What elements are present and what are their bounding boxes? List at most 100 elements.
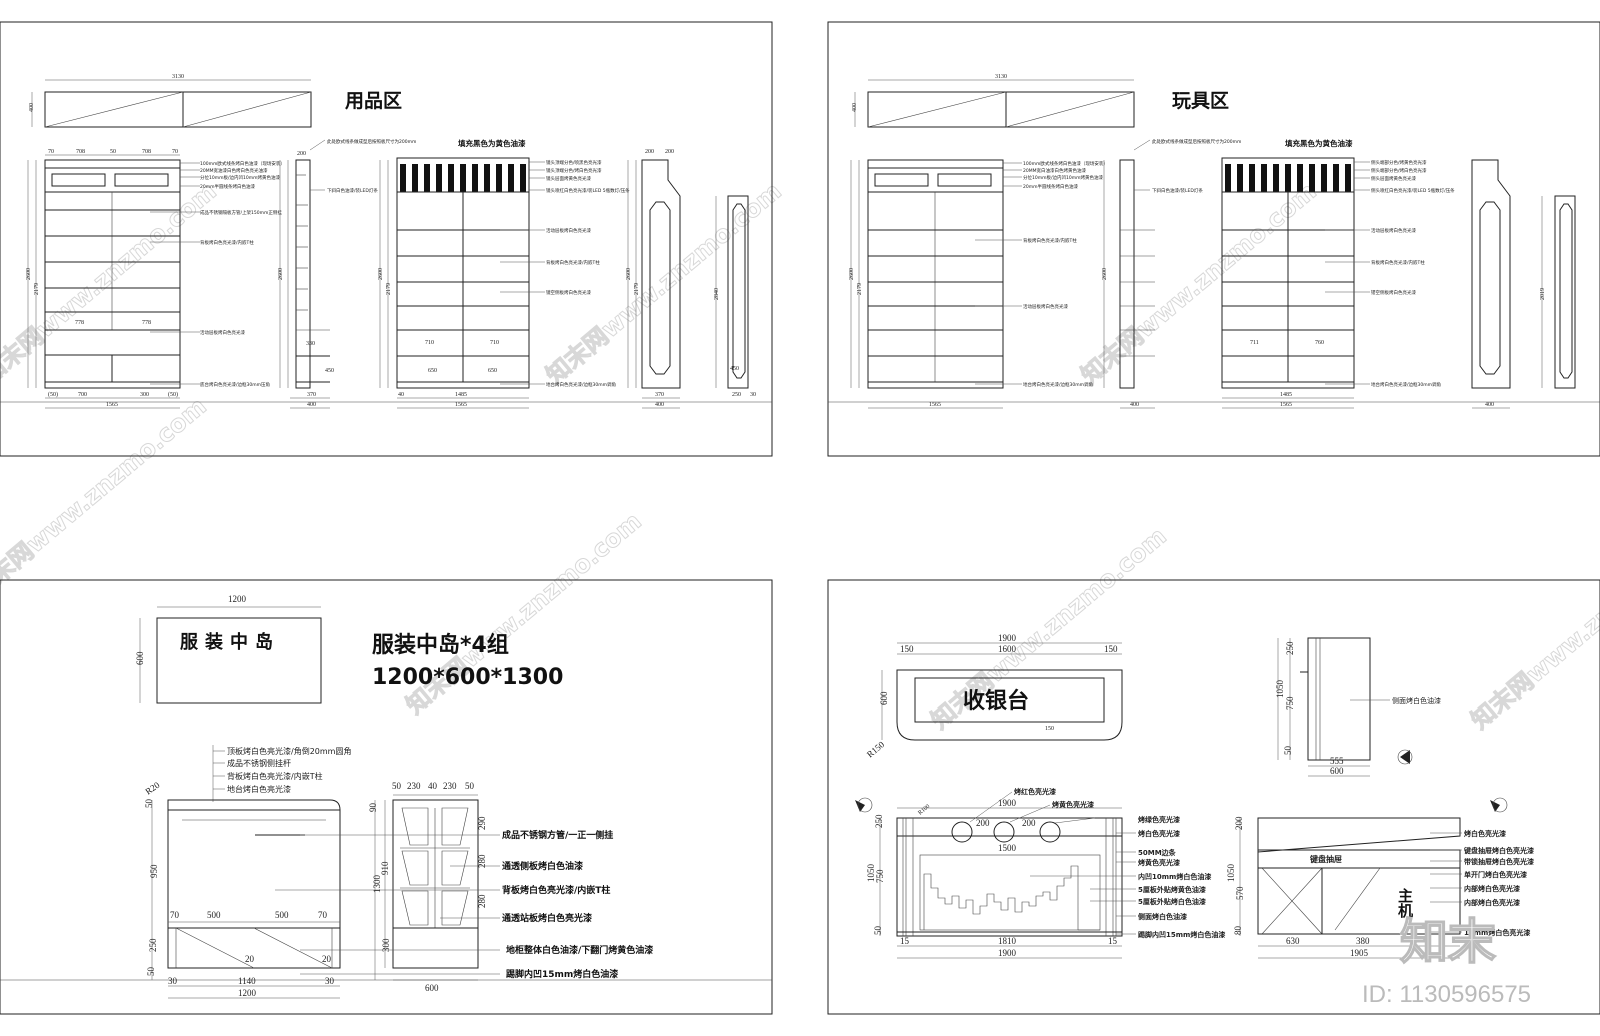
note-label: 20MM宽白油漆白色烤黄色油漆 — [1023, 167, 1086, 174]
dim-label: 2600 — [26, 268, 32, 280]
dim-label: 1050 — [1226, 864, 1236, 883]
watermark-text: 知末网www.znzmo.com — [1076, 177, 1322, 390]
panel-yongpin: 用品区 3130 400 70 708 50 708 70 — [0, 21, 773, 457]
dim-label: 70 — [318, 910, 328, 920]
dim-label: 290 — [477, 816, 487, 830]
dim-label: 400 — [1130, 402, 1139, 408]
dim-label: 2600 — [626, 268, 632, 280]
dim-label: 1050 — [866, 864, 876, 883]
dim-label: 700 — [78, 392, 87, 398]
dim-label: 230 — [443, 781, 457, 791]
note-title: 填充黑色为黄色油漆 — [1285, 138, 1353, 148]
dim-label: 2600 — [849, 268, 855, 280]
panel-title: 收银台 — [963, 688, 1029, 714]
door-elevation: 填充黑色为黄色油漆 7 — [1221, 138, 1455, 409]
dim-label: 1900 — [998, 948, 1017, 958]
dim-label: 500 — [207, 910, 221, 920]
drawer-label: 键盘抽屉 — [1309, 854, 1342, 864]
door-elevation: 填充黑色为黄色油漆 7 — [378, 138, 630, 409]
dim-label: 2179 — [386, 283, 392, 295]
dim-label: 1600 — [998, 644, 1017, 654]
dim-label: 1140 — [238, 976, 256, 986]
dim-label: 50 — [144, 799, 154, 809]
dim-label: 2600 — [278, 268, 284, 280]
dim-label: 330 — [306, 341, 315, 347]
side-elevation: 50 230 40 230 50 90 910 300 1300 290 280… — [368, 781, 487, 993]
note-label: 侧头端部分色/烤白色亮光漆 — [1371, 167, 1427, 174]
panel-title: 玩具区 — [1172, 90, 1229, 112]
dim-label: (50) — [48, 391, 58, 398]
dim-label: 50 — [392, 781, 402, 791]
plan-view: 1200 服装中岛 600 — [135, 594, 322, 704]
dim-label: (50) — [168, 391, 178, 398]
note-label: 内凹10mm烤白色油漆 — [1138, 872, 1211, 881]
door-notes: 镜头顶端分色/喷黑色亮光漆 镜头顶端分色/烤白色亮光漆 镜头层面烤黄色亮光漆 镜… — [500, 159, 630, 388]
note-label: 背板烤白色亮光漆/内嵌T柱 — [1023, 237, 1077, 244]
dim-label: 400 — [655, 402, 664, 408]
dim-label: 400 — [307, 402, 316, 408]
dim-label: 90 — [368, 803, 378, 813]
dim-label: 2179 — [34, 283, 40, 295]
dim-label: 300 — [140, 392, 149, 398]
city-skyline-panel — [923, 865, 1079, 930]
dim-label: 370 — [655, 392, 664, 398]
dim-label: 778 — [142, 320, 151, 326]
note-label: 50MM边条 — [1138, 848, 1177, 857]
side-section: 250 750 50 1050 555 600 侧面烤白色油漆 — [1275, 637, 1441, 777]
dim-label: 70 — [170, 910, 180, 920]
dim-label: 200 — [1022, 818, 1036, 828]
front-notes: 100mm欧式线条烤白色油漆（现场安装） 20MM宽白油漆白色烤黄色油漆 分位1… — [975, 160, 1108, 388]
watermark-text: 知末网www.znzmo.com — [0, 392, 212, 605]
note-label: 20MM宽油漆白色烤白色亮光油漆 — [200, 167, 268, 174]
post-elevation: 2019 — [1540, 195, 1576, 389]
note-label: 底台烤白色亮光漆/边框30mm压角 — [200, 381, 270, 388]
dim-label: 30 — [168, 976, 178, 986]
dim-label: 708 — [142, 149, 151, 155]
dim-label: 1485 — [1280, 392, 1292, 398]
note-label: 分位10mm板/边内凹10mm烤黄色油漆 — [1023, 174, 1104, 181]
note-label: 成品不锈钢隔板方管/上架150mm正侧挂 — [200, 209, 282, 216]
dim-label: 300 — [381, 938, 391, 952]
dim-label: 2019 — [1540, 288, 1546, 300]
note-label: 地台烤白色亮光漆/边框30mm调角 — [1371, 381, 1441, 388]
note-label: 活动层板烤白色亮光漆 — [200, 329, 245, 336]
end-panel-elevation: 200 200 2600 2179 370 400 — [626, 149, 681, 409]
note-label: 烤绿色亮光漆 — [1138, 815, 1180, 824]
door-notes: 侧头端部分色/烤黄色亮光漆 侧头端部分色/烤白色亮光漆 侧头层面烤黄色亮光漆 侧… — [1325, 159, 1455, 388]
brand-logo: 知末 — [1400, 914, 1496, 970]
dim-label: 1300 — [372, 875, 382, 894]
dim-label: 280 — [477, 854, 487, 868]
note-label: 单开门烤白色亮光漆 — [1464, 870, 1527, 879]
watermark-text: 知末网www.znzmo.com — [1466, 522, 1600, 735]
section-arrow-icon — [1490, 800, 1500, 812]
plan-label: 服装中岛 — [180, 631, 280, 653]
note-label: 20mm半圆线条烤白色油漆 — [1023, 183, 1078, 190]
note-label: 背板烤白色亮光漆/内嵌T柱 — [1371, 259, 1425, 266]
back-elevation: 键盘抽屉 主机 200 570 80 1050 630 380 1905 烤白色… — [1226, 797, 1534, 959]
note-title: 填充黑色为黄色油漆 — [458, 138, 526, 148]
note-label: 20mm半圆线条烤白色油漆 — [200, 183, 255, 190]
dim-label: 778 — [75, 320, 84, 326]
note-label: 背板烤白色亮光漆/内嵌T柱 — [502, 884, 610, 896]
dim-label: 1900 — [998, 798, 1017, 808]
panel-wanju: 玩具区 3130 400 2600 — [827, 21, 1600, 457]
dim-label: R20 — [143, 780, 161, 797]
dim-label: 1565 — [929, 402, 941, 408]
dim-label: 200 — [665, 149, 674, 155]
panel-subtitle: 1200*600*1300 — [372, 665, 563, 690]
front-notes: 顶板烤白色亮光漆/角倒20mm圆角 成品不锈钢侧挂杆 背板烤白色亮光漆/内嵌T柱… — [212, 745, 351, 802]
note-label: 镜头层面烤黄色亮光漆 — [546, 175, 591, 182]
callouts: 成品不锈钢方管/一正一侧挂 通透侧板烤白色油漆 背板烤白色亮光漆/内嵌T柱 通透… — [275, 829, 653, 980]
note-label: 烤黄色亮光漆 — [1052, 800, 1094, 809]
dim-label: 15 — [1108, 936, 1118, 946]
note-label: 背板烤白色亮光漆/内嵌T柱 — [227, 771, 323, 781]
note-label: 5厘板外贴烤白色油漆 — [1138, 897, 1206, 906]
note-label: 带锁抽屉烤白色亮光漆 — [1464, 857, 1534, 866]
note-label: 100mm欧式线条烤白色油漆（现场安装） — [200, 160, 285, 167]
note-label: 100mm欧式线条烤白色油漆（现场安装） — [1023, 160, 1108, 167]
dim-label: 200 — [976, 818, 990, 828]
note-label: 地柜整体白色油漆/下翻门烤黄色油漆 — [506, 944, 653, 956]
panel-frame — [0, 21, 773, 457]
note-label: 背板烤白色亮光漆/内嵌T柱 — [200, 239, 254, 246]
